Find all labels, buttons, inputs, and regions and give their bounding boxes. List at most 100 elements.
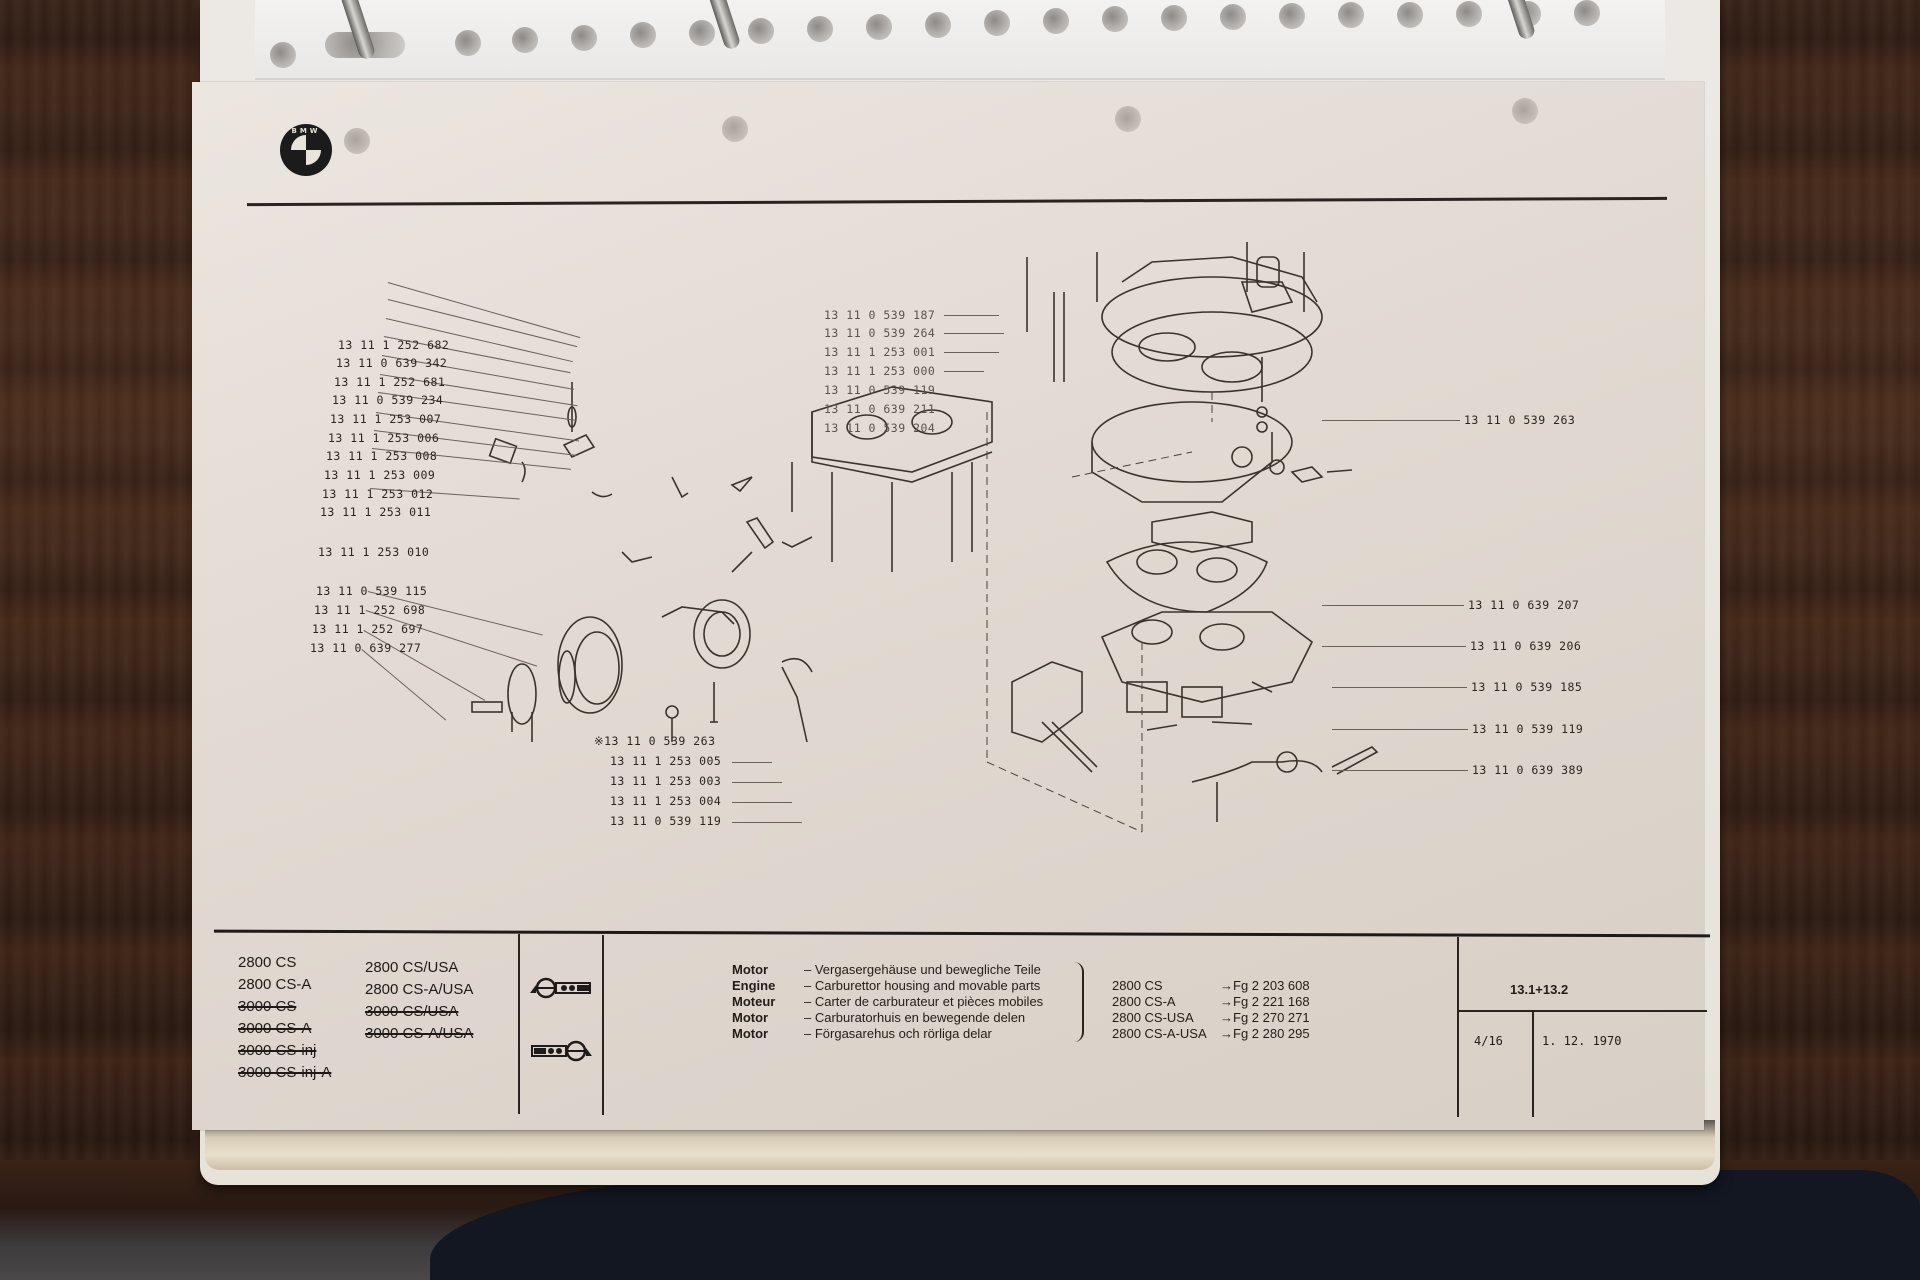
part-number-label: 13 11 0 639 389: [1472, 763, 1584, 777]
leader-line: [1322, 605, 1464, 606]
dark-fabric: [430, 1170, 1920, 1280]
header-rule: [247, 196, 1667, 207]
leader-line: [1322, 646, 1466, 647]
leader-line: [361, 649, 447, 721]
punch-hole: [512, 27, 538, 53]
leader-line: [944, 371, 984, 372]
punch-hole: [1102, 6, 1128, 32]
punch-hole: [1397, 2, 1423, 28]
punch-hole: [1574, 0, 1600, 26]
leader-line: [387, 282, 581, 339]
part-number-label: 13 11 0 539 264: [824, 326, 936, 340]
punch-hole: [689, 20, 715, 46]
part-number-label: 13 11 0 639 206: [1470, 639, 1582, 653]
leader-line: [365, 610, 538, 667]
description-row: Engine – Carburettor housing and movable…: [732, 978, 1041, 993]
punch-hole: [270, 42, 296, 68]
leader-line: [944, 315, 999, 316]
sheet-protector-strip: [255, 0, 1665, 80]
part-number-label: ※13 11 0 539 263: [594, 734, 716, 748]
page-number: 4/16: [1474, 1034, 1503, 1048]
part-number-label: 13 11 1 253 008: [326, 449, 438, 463]
part-number-label: 13 11 0 539 204: [824, 421, 936, 435]
chassis-row: 2800 CS-A-USA →Fg 2 280 295: [1112, 1026, 1310, 1041]
part-number-label: 13 11 0 539 119: [610, 814, 722, 828]
punch-hole: [571, 25, 597, 51]
model-list-primary: 2800 CS 2800 CS-A 3000 CS 3000 CS-A 3000…: [238, 952, 331, 1084]
part-number-label: 13 11 0 539 234: [332, 393, 444, 407]
part-number-label: 13 11 1 252 681: [334, 375, 446, 389]
leader-line: [732, 822, 802, 823]
part-number-label: 13 11 0 639 207: [1468, 598, 1580, 612]
part-number-label: 13 11 0 639 342: [336, 356, 448, 370]
description-row: Motor – Förgasarehus och rörliga delar: [732, 1026, 992, 1041]
part-number-label: 13 11 1 253 001: [824, 345, 936, 359]
page-punch-hole: [1512, 98, 1538, 124]
model-entry-struck: 3000 CS/USA: [365, 1003, 459, 1020]
leader-line: [732, 762, 772, 763]
page-punch-hole: [722, 116, 748, 142]
brace: [1074, 962, 1084, 1042]
leader-line: [944, 333, 1004, 334]
model-entry-struck: 3000 CS-inj-A: [238, 1064, 332, 1081]
part-number-label: 13 11 0 639 277: [310, 641, 422, 655]
leader-line: [732, 782, 782, 783]
part-number-label: 13 11 0 539 185: [1471, 680, 1583, 694]
divider: [1457, 937, 1459, 1117]
chassis-row: 2800 CS-USA →Fg 2 270 271: [1112, 1010, 1310, 1025]
description-row: Motor – Vergasergehäuse und bewegliche T…: [732, 962, 1041, 977]
divider: [518, 934, 520, 1114]
chassis-row: 2800 CS-A →Fg 2 221 168: [1112, 994, 1310, 1009]
punch-hole: [925, 12, 951, 38]
part-number-label: 13 11 1 253 004: [610, 794, 722, 808]
leader-line: [732, 802, 792, 803]
part-number-label: 13 11 0 539 115: [316, 584, 428, 598]
part-number-label: 13 11 0 539 263: [1464, 413, 1576, 427]
punch-hole: [866, 14, 892, 40]
catalog-page: BMW: [192, 82, 1711, 1130]
punch-hole: [1220, 4, 1246, 30]
model-entry-struck: 3000 CS-A: [238, 1020, 312, 1037]
leader-line: [1332, 729, 1468, 730]
page-punch-hole: [1115, 106, 1141, 132]
leader-line: [1322, 420, 1460, 421]
description-row: Moteur – Carter de carburateur et pièces…: [732, 994, 1044, 1009]
punch-hole: [807, 16, 833, 42]
part-number-label: 13 11 1 252 698: [314, 603, 426, 617]
section-number: 13.1+13.2: [1510, 982, 1569, 997]
chassis-row: 2800 CS →Fg 2 203 608: [1112, 978, 1310, 993]
model-list-usa: 2800 CS/USA 2800 CS-A/USA 3000 CS/USA 30…: [365, 957, 473, 1045]
punch-hole: [1043, 8, 1069, 34]
punch-hole: [630, 22, 656, 48]
part-number-label: 13 11 1 253 009: [324, 468, 436, 482]
issue-date: 1. 12. 1970: [1542, 1034, 1622, 1048]
part-number-label: 13 11 1 252 682: [338, 338, 450, 352]
part-number-label: 13 11 0 539 187: [824, 308, 936, 322]
part-number-label: 13 11 0 539 119: [1472, 722, 1584, 736]
part-number-label: 13 11 1 253 007: [330, 412, 442, 426]
part-number-label: 13 11 0 639 211: [824, 402, 936, 416]
footer-rule: [213, 929, 1711, 938]
right-hand-drive-icon: [531, 1040, 592, 1062]
part-number-label: 13 11 1 253 003: [610, 774, 722, 788]
page-punch-hole: [344, 128, 370, 154]
model-entry: 2800 CS: [238, 954, 297, 971]
divider: [1457, 1010, 1707, 1012]
part-number-label: 13 11 1 253 006: [328, 431, 440, 445]
punch-hole: [984, 10, 1010, 36]
punch-hole: [1161, 5, 1187, 31]
model-entry-struck: 3000 CS-inj: [238, 1042, 317, 1059]
leader-line: [944, 352, 999, 353]
description-row: Motor – Carburatorhuis en bewegende dele…: [732, 1010, 1026, 1025]
leader-line: [1332, 770, 1468, 771]
left-hand-drive-icon: [530, 977, 591, 999]
model-entry: 2800 CS-A/USA: [365, 981, 474, 998]
part-number-label: 13 11 1 253 005: [610, 754, 722, 768]
divider: [602, 935, 604, 1115]
model-entry-struck: 3000 CS-A/USA: [365, 1025, 474, 1042]
part-number-label: 13 11 1 253 010: [318, 545, 430, 559]
punch-hole: [748, 18, 774, 44]
model-entry: 2800 CS-A: [238, 976, 312, 993]
chassis-number-ranges: 2800 CS →Fg 2 203 608 2800 CS-A →Fg 2 22…: [1112, 978, 1310, 1042]
model-entry: 2800 CS/USA: [365, 959, 459, 976]
